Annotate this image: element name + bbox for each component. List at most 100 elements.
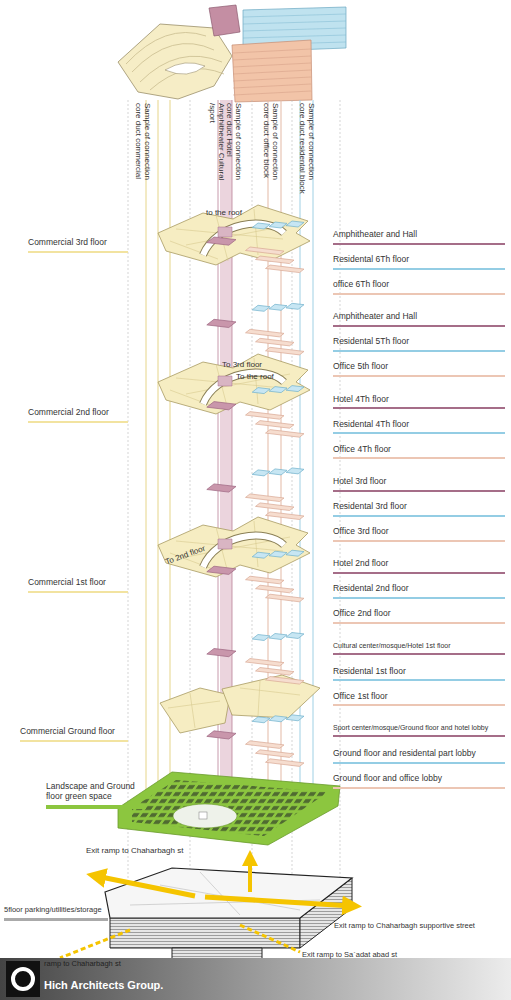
ramp-line — [240, 925, 300, 952]
plan-note: To 3rd floor — [222, 360, 262, 369]
office-plate — [246, 576, 285, 584]
residential-plate — [252, 305, 270, 311]
plate-grid — [254, 521, 258, 567]
footer-bar — [0, 958, 511, 1000]
ramp — [203, 373, 284, 404]
commercial-core-line — [146, 100, 147, 800]
core-label: Sample of connection core duct Hotel Amp… — [208, 103, 242, 195]
office-plate — [266, 759, 305, 767]
office-plate — [266, 677, 305, 685]
residential-plate — [286, 468, 304, 474]
office-plate — [256, 256, 295, 264]
floor-label: Residental 5Th floor — [333, 337, 505, 352]
floor-label: Office 1st floor — [333, 692, 505, 707]
office-plate — [266, 594, 305, 602]
residential-plate — [269, 387, 287, 393]
floor-label: Hotel 2nd floor — [333, 559, 505, 574]
plate-outline — [158, 517, 310, 577]
logo-ring — [13, 969, 33, 989]
roof-curve — [126, 33, 206, 65]
exit-arrow — [205, 897, 352, 906]
office-plate — [246, 247, 285, 255]
core-label: Sample of connection core duct commercia… — [134, 103, 151, 195]
residential-plate — [269, 634, 287, 640]
ramp-edge — [203, 224, 284, 255]
floor-label: Residental 3rd floor — [333, 502, 505, 517]
core-room — [218, 539, 232, 549]
commercial-plate — [158, 354, 310, 414]
floor-line — [233, 77, 311, 81]
floor-line — [233, 63, 311, 67]
residential-plate — [269, 469, 287, 475]
hotel-plate — [207, 566, 236, 574]
parking-side — [110, 918, 300, 948]
floor-line — [243, 21, 346, 24]
residential-plate — [269, 716, 287, 722]
plate-outline — [158, 205, 310, 265]
residential-plate — [286, 633, 304, 639]
floor-line — [233, 84, 311, 88]
floor-label: Residental 2nd floor — [333, 584, 505, 599]
floor-line — [233, 56, 311, 60]
floor-label: Ground floor and residental part lobby — [333, 749, 505, 764]
floor-label: Sport center/mosque/Ground floor and hot… — [333, 724, 505, 737]
residential-plate — [252, 635, 270, 641]
office-mass — [232, 40, 312, 102]
hotel-core-line — [218, 100, 219, 790]
residential-plate — [252, 552, 270, 558]
floor-label: Ground floor and office lobby — [333, 774, 505, 789]
floor-line — [233, 70, 311, 74]
exit-arrow — [96, 876, 195, 896]
logo-text: Hich Architects Group. — [44, 979, 163, 992]
exit-label: Exit ramp to Sa`adat abad st — [302, 951, 397, 960]
parking-grid — [200, 872, 240, 915]
floor-line — [243, 35, 346, 38]
floor-label: Office 3rd floor — [333, 527, 505, 542]
hotel-mass — [209, 5, 240, 36]
ramp — [203, 536, 284, 567]
commercial-core-line — [158, 100, 159, 800]
ramp-line — [60, 930, 130, 958]
floor-line — [233, 91, 311, 95]
residential-plate — [286, 550, 304, 556]
level-label: Landscape and Ground floor green space — [46, 782, 146, 809]
plan-note: to the roof — [206, 208, 242, 217]
office-plate — [256, 750, 295, 758]
office-plate — [246, 329, 285, 337]
core-label: Sample of connection core duct residenta… — [298, 103, 315, 195]
ramp-edge — [203, 536, 284, 567]
commercial-plate — [158, 205, 310, 265]
core-room — [218, 227, 232, 237]
core-label: Sample of connection core duct office bl… — [262, 103, 279, 195]
office-plate — [246, 741, 285, 749]
residential-plate — [252, 223, 270, 229]
plate-outline — [160, 688, 230, 733]
office-plate — [246, 412, 285, 420]
commercial-plate — [158, 517, 310, 577]
office-plate — [256, 421, 295, 429]
floor-label: Residental 6Th floor — [333, 255, 505, 270]
floor-label: Office 2nd floor — [333, 609, 505, 624]
office-plate — [246, 494, 285, 502]
floor-label: Residental 4Th floor — [333, 420, 505, 435]
floor-label: Residental 1st floor — [333, 667, 505, 682]
ramp-edge — [203, 373, 284, 404]
floor-label: Office 5th floor — [333, 362, 505, 377]
floor-label: Office 4Th floor — [333, 445, 505, 460]
commercial-plate — [160, 675, 320, 733]
residential-plate — [252, 717, 270, 723]
floor-label: Hotel 3rd floor — [333, 477, 505, 492]
roof-void — [165, 63, 205, 74]
core-room — [218, 376, 232, 386]
hotel-plate — [207, 731, 236, 739]
level-label: Commercial 1st floor — [28, 578, 128, 593]
residential-plate — [269, 304, 287, 310]
exit-label: Exit ramp to Chaharbagh supportive stree… — [334, 922, 475, 931]
ramp — [203, 224, 284, 255]
residential-plate — [252, 388, 270, 394]
commercial-core-line — [170, 100, 171, 800]
tree-grid — [132, 780, 328, 836]
residential-plate — [286, 221, 304, 227]
hotel-plate — [207, 319, 236, 327]
hotel-plate — [207, 649, 236, 657]
